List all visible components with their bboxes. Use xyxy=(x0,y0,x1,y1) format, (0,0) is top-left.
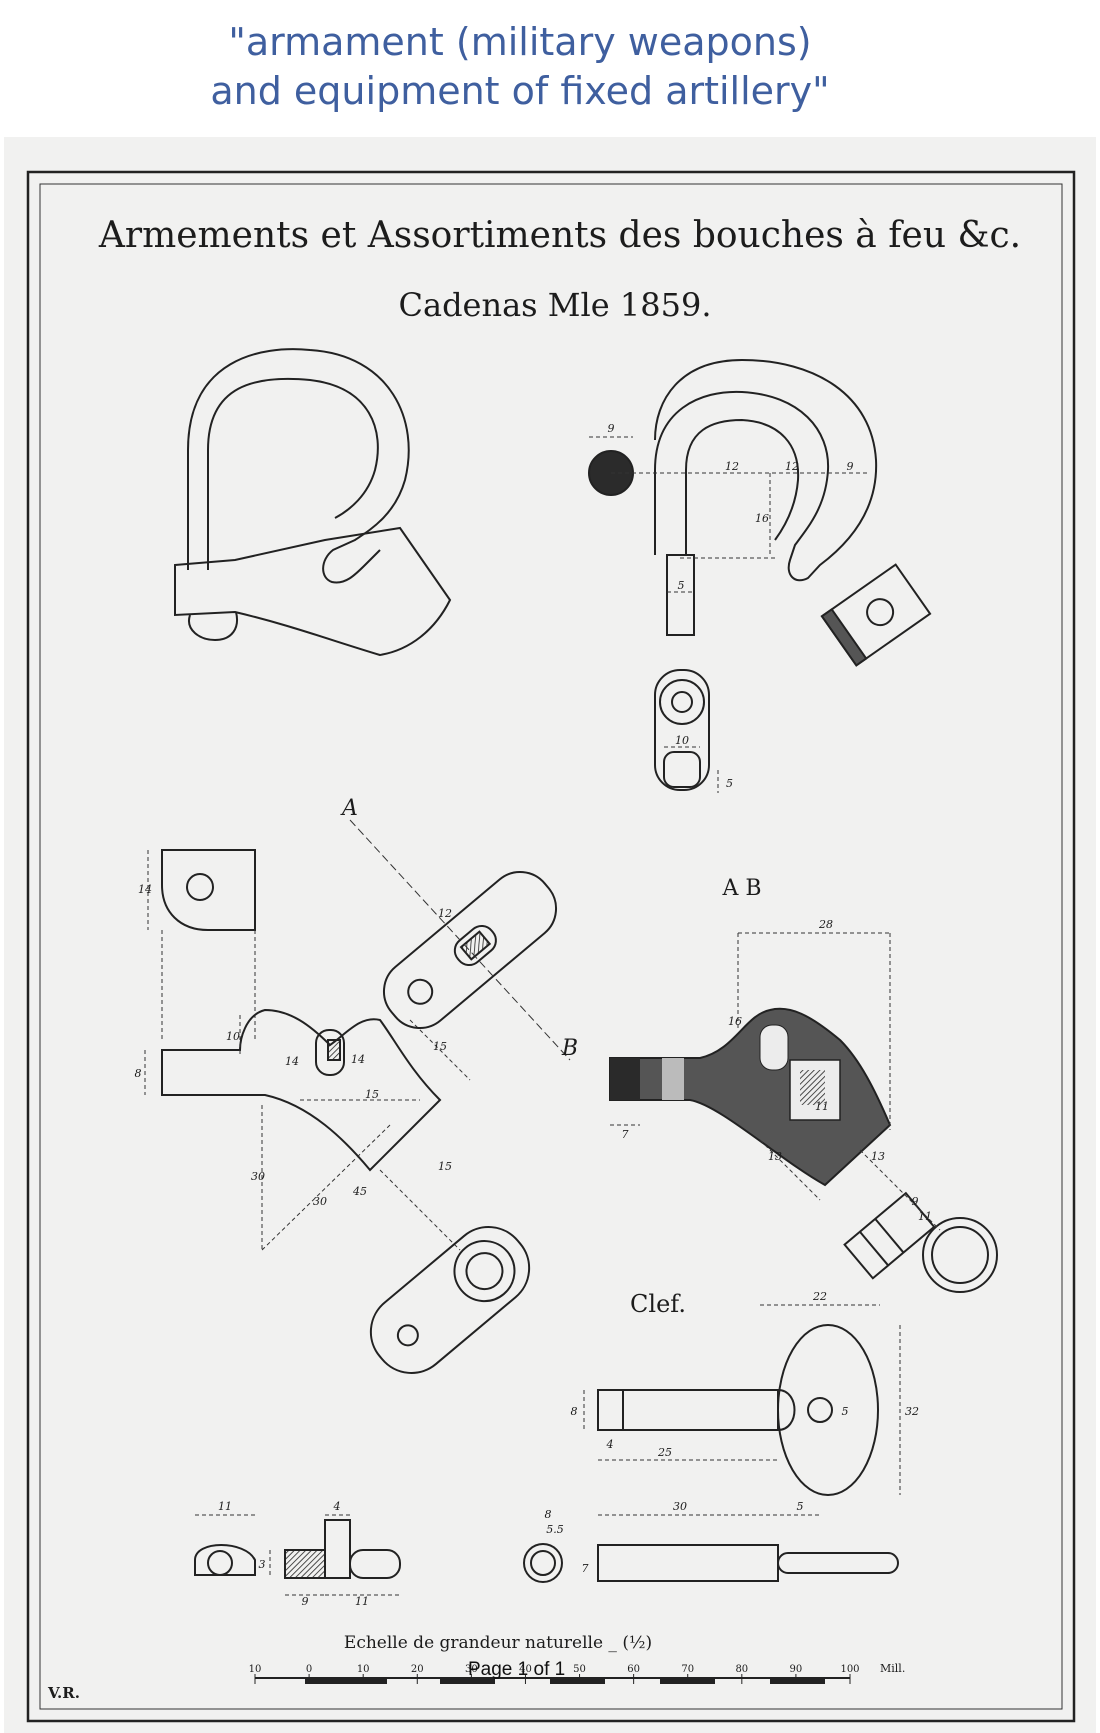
dim-ab-low2: 13 xyxy=(871,1150,885,1163)
section-ab-title: A B xyxy=(721,876,761,901)
scanned-plate xyxy=(4,137,1096,1733)
dim-screw-b: 4 xyxy=(333,1500,341,1513)
dim-body-h: 30 xyxy=(313,1195,327,1208)
signature: V.R. xyxy=(47,1684,80,1702)
ring-dimension-lines xyxy=(664,746,719,793)
section-line-ab xyxy=(349,819,571,1061)
dim-ring-h: 5 xyxy=(726,777,733,790)
section-ab-ring xyxy=(843,1191,936,1280)
padlock-perspective-view xyxy=(174,348,452,657)
dim-key-shaft-len: 25 xyxy=(657,1446,672,1459)
dim-body-c: 14 xyxy=(285,1055,299,1068)
dim-body-e: 15 xyxy=(365,1088,379,1101)
dim-key-end-b: 5.5 xyxy=(546,1523,564,1536)
screw-view xyxy=(194,1519,401,1579)
key-side-view xyxy=(523,1543,899,1583)
key-dim-lines xyxy=(583,1304,901,1516)
scale-tick-label: 30 xyxy=(465,1664,478,1675)
dim-key-len: 30 xyxy=(673,1500,687,1513)
dim-key-hole: 5 xyxy=(842,1405,849,1418)
dim-shackle-c: 12 xyxy=(785,460,799,473)
dim-body-b: 8 xyxy=(135,1067,142,1080)
scale-tick-label: 10 xyxy=(249,1664,262,1675)
caption-line-2: and equipment of fixed artillery" xyxy=(210,69,830,113)
scale-tick-label: 10 xyxy=(357,1664,370,1675)
dim-key-head-w: 22 xyxy=(812,1290,827,1303)
scale-tick-label: 50 xyxy=(573,1664,586,1675)
lock-front-view xyxy=(382,870,558,1030)
dim-key-end-a: 8 xyxy=(545,1508,552,1521)
shackle-end-plate xyxy=(820,563,932,667)
dim-ab-low1: 13 xyxy=(768,1150,782,1163)
dim-shackle-h: 16 xyxy=(755,512,769,525)
dim-plate-h: 14 xyxy=(138,883,152,896)
label-b: B xyxy=(561,1036,578,1061)
section-ab-view xyxy=(609,1007,892,1187)
scale-tick-label: 60 xyxy=(627,1664,640,1675)
lock-plate-dim-lines xyxy=(147,850,256,1040)
dim-body-a: 10 xyxy=(226,1030,240,1043)
lock-body-side xyxy=(161,1008,442,1172)
dim-slot-w: 12 xyxy=(438,907,452,920)
scale-unit: Mill. xyxy=(880,1662,905,1675)
shackle-side-view xyxy=(588,358,878,636)
dim-body-i: 45 xyxy=(352,1185,367,1198)
dim-body-g: 30 xyxy=(251,1170,265,1183)
caption-line-1: "armament (military weapons) xyxy=(228,20,812,64)
dim-screw-e: 11 xyxy=(355,1595,369,1608)
dim-ab-side: 16 xyxy=(728,1015,742,1028)
dim-ab-left: 7 xyxy=(622,1128,629,1141)
scale-caption: Echelle de grandeur naturelle _ (½) xyxy=(344,1633,652,1653)
shackle-dimension-lines xyxy=(589,436,870,593)
page-indicator: Page 1 of 1 xyxy=(468,1659,566,1680)
dim-ab-top: 28 xyxy=(818,918,833,931)
ring-view xyxy=(654,669,710,791)
scale-tick-label: 20 xyxy=(411,1664,424,1675)
dim-key-head-h: 32 xyxy=(905,1405,919,1418)
dim-screw-a: 11 xyxy=(218,1500,232,1513)
screw-dim-lines xyxy=(195,1514,400,1596)
dim-key-shaft-a: 4 xyxy=(606,1438,614,1451)
key-top-view xyxy=(597,1324,879,1496)
dim-ab-low3: 9 xyxy=(912,1195,919,1208)
label-a: A xyxy=(340,796,358,821)
scale-tick-label: 80 xyxy=(735,1664,748,1675)
dim-ab-low4: 11 xyxy=(918,1210,932,1223)
dim-shackle-b: 12 xyxy=(725,460,739,473)
outer-frame xyxy=(26,170,1076,1723)
scale-tick-label: 70 xyxy=(681,1664,694,1675)
scale-tick-label: 0 xyxy=(306,1664,312,1675)
scale-tick-label: 100 xyxy=(840,1664,859,1675)
plate-title: Armements et Assortiments des bouches à … xyxy=(98,215,1021,256)
lock-ring-plate xyxy=(369,1226,531,1374)
dim-pin-w: 5 xyxy=(678,579,685,592)
image-caption: "armament (military weapons) and equipme… xyxy=(0,18,1040,116)
dim-shackle-d: 9 xyxy=(847,460,854,473)
dim-key-shaft-h: 8 xyxy=(571,1405,578,1418)
dim-key-gap: 5 xyxy=(797,1500,804,1513)
dim-body-j: 15 xyxy=(438,1160,452,1173)
key-label: Clef. xyxy=(630,1290,686,1318)
dim-screw-c: 3 xyxy=(259,1558,266,1571)
dim-ab-inner: 11 xyxy=(815,1100,829,1113)
section-ab-dim-lines xyxy=(610,932,941,1231)
dim-key-end-c: 7 xyxy=(582,1562,589,1575)
scale-tick-label: 90 xyxy=(790,1664,803,1675)
dim-body-d: 14 xyxy=(351,1053,365,1066)
dim-shackle-a: 9 xyxy=(608,422,615,435)
inner-frame xyxy=(39,183,1063,1710)
section-ab-end-ring xyxy=(922,1217,998,1293)
lock-body-dim-lines xyxy=(144,1015,471,1251)
dim-ring-w: 10 xyxy=(675,734,689,747)
lock-plate-top xyxy=(161,849,256,931)
scale-tick-label: 40 xyxy=(519,1664,532,1675)
plate-subtitle: Cadenas Mle 1859. xyxy=(399,286,712,324)
dim-screw-d: 9 xyxy=(302,1595,309,1608)
dim-body-f: 15 xyxy=(433,1040,447,1053)
